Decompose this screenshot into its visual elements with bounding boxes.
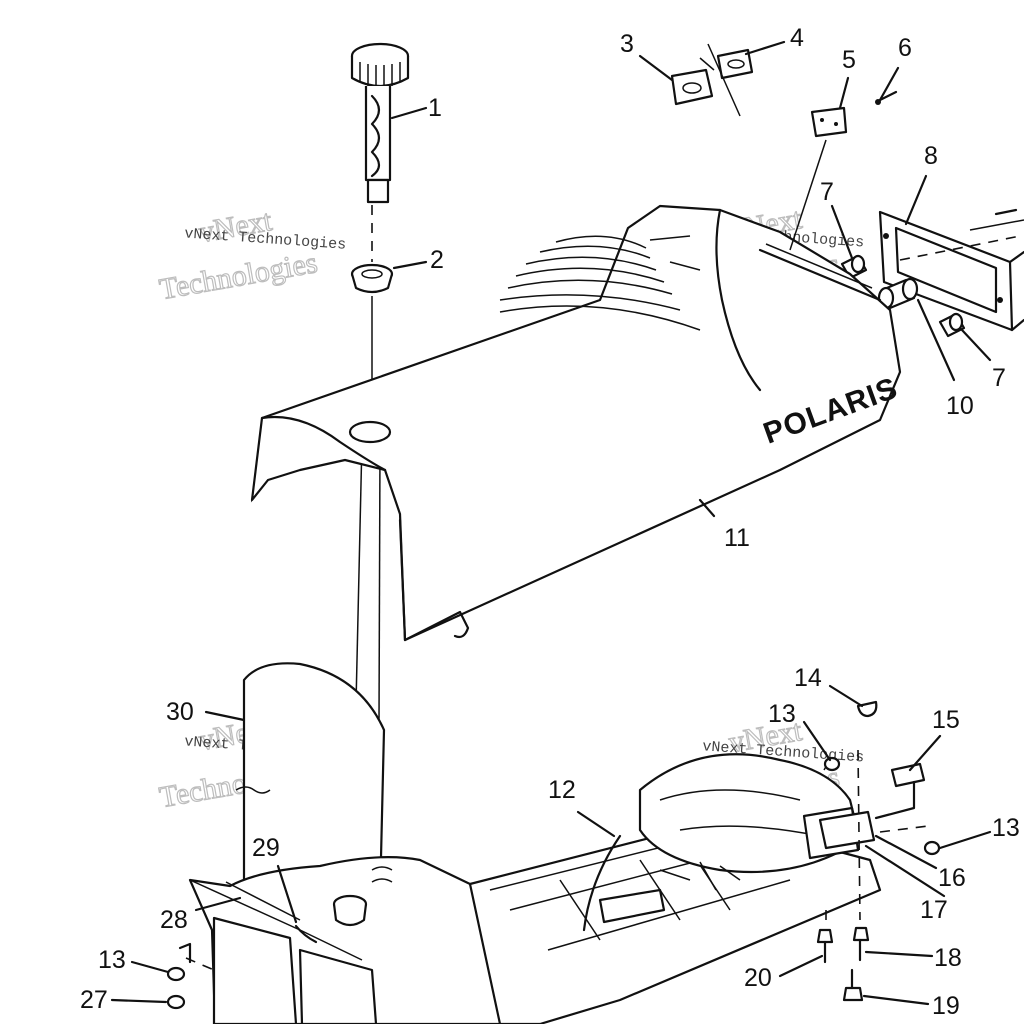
nut-13-top-part	[823, 756, 841, 772]
callout-7a: 7	[820, 178, 834, 206]
leader-5-to-seat	[789, 139, 827, 251]
watermark-top-left: vNext Technologies vNext Technologies	[156, 203, 346, 306]
callout-16: 16	[938, 864, 966, 892]
bolt-18-part	[852, 926, 870, 962]
nut-13-right-part	[923, 840, 941, 856]
callout-labels: 1 2 3 4 5 6 7 7 8 10 11 12 13 13 13 14 1…	[80, 24, 1020, 1020]
callout-7b: 7	[992, 364, 1006, 392]
plate-4-part	[699, 43, 754, 117]
callout-30: 30	[166, 698, 194, 726]
callout-29: 29	[252, 834, 280, 862]
callout-1: 1	[428, 94, 442, 122]
taillight-housing-part	[878, 208, 1024, 332]
assembly-line	[185, 957, 215, 971]
watermark-big-2: Technologies	[157, 246, 320, 306]
screw-6-part	[875, 90, 898, 105]
callout-20: 20	[744, 964, 772, 992]
nut-27-part	[166, 994, 186, 1010]
seat-part: POLARIS	[250, 204, 902, 642]
callout-18: 18	[934, 944, 962, 972]
callout-11: 11	[724, 524, 750, 552]
callout-13c: 13	[992, 814, 1020, 842]
callout-19: 19	[932, 992, 960, 1020]
callout-12: 12	[548, 776, 576, 804]
callout-10: 10	[946, 392, 974, 420]
fuel-cap-part	[350, 42, 410, 204]
callout-13a: 13	[98, 946, 126, 974]
callout-13b: 13	[768, 700, 796, 728]
callout-5: 5	[842, 46, 856, 74]
callout-17: 17	[920, 896, 948, 924]
callout-6: 6	[898, 34, 912, 62]
assembly-line	[899, 235, 1021, 261]
cover-30-part	[235, 662, 386, 902]
callout-14: 14	[794, 664, 822, 692]
assembly-line	[879, 825, 929, 833]
bolt-20-part	[816, 928, 834, 964]
callout-2: 2	[430, 246, 444, 274]
callout-15: 15	[932, 706, 960, 734]
callout-27: 27	[80, 986, 108, 1014]
plate-3-part	[670, 68, 714, 106]
bulb-10-part	[877, 277, 919, 310]
callout-8: 8	[924, 142, 938, 170]
leader-lines	[110, 40, 992, 1006]
fuel-tank-part	[188, 855, 522, 1024]
callout-4: 4	[790, 24, 804, 52]
bulb-socket-7b-part	[938, 312, 966, 338]
callout-28: 28	[160, 906, 188, 934]
plate-5-part	[810, 106, 848, 138]
chassis-part	[468, 753, 882, 1024]
grommet-part	[350, 263, 394, 294]
nut-13-left-part	[166, 942, 192, 982]
bolt-19-part	[842, 968, 864, 1002]
callout-3: 3	[620, 30, 634, 58]
bracket-15-part	[874, 762, 926, 820]
